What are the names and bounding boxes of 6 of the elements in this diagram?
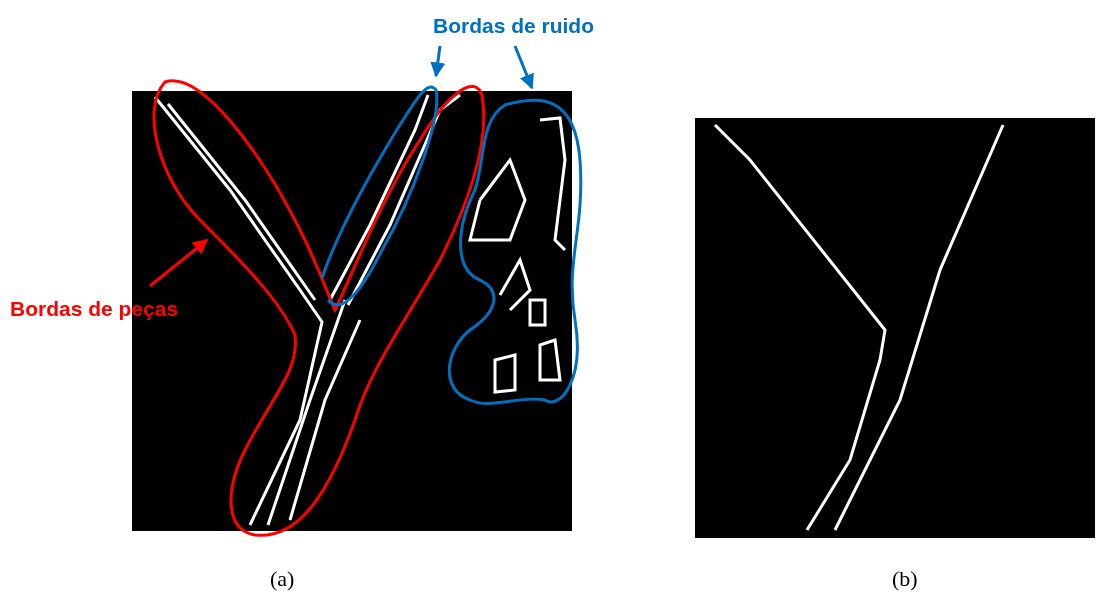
arrow: [149, 238, 209, 288]
callout-label: Bordas de ruido: [433, 14, 595, 38]
panel-caption: (a): [270, 566, 295, 592]
arrow: [513, 45, 534, 90]
arrow: [430, 45, 446, 78]
panel-caption: (b): [892, 566, 918, 592]
